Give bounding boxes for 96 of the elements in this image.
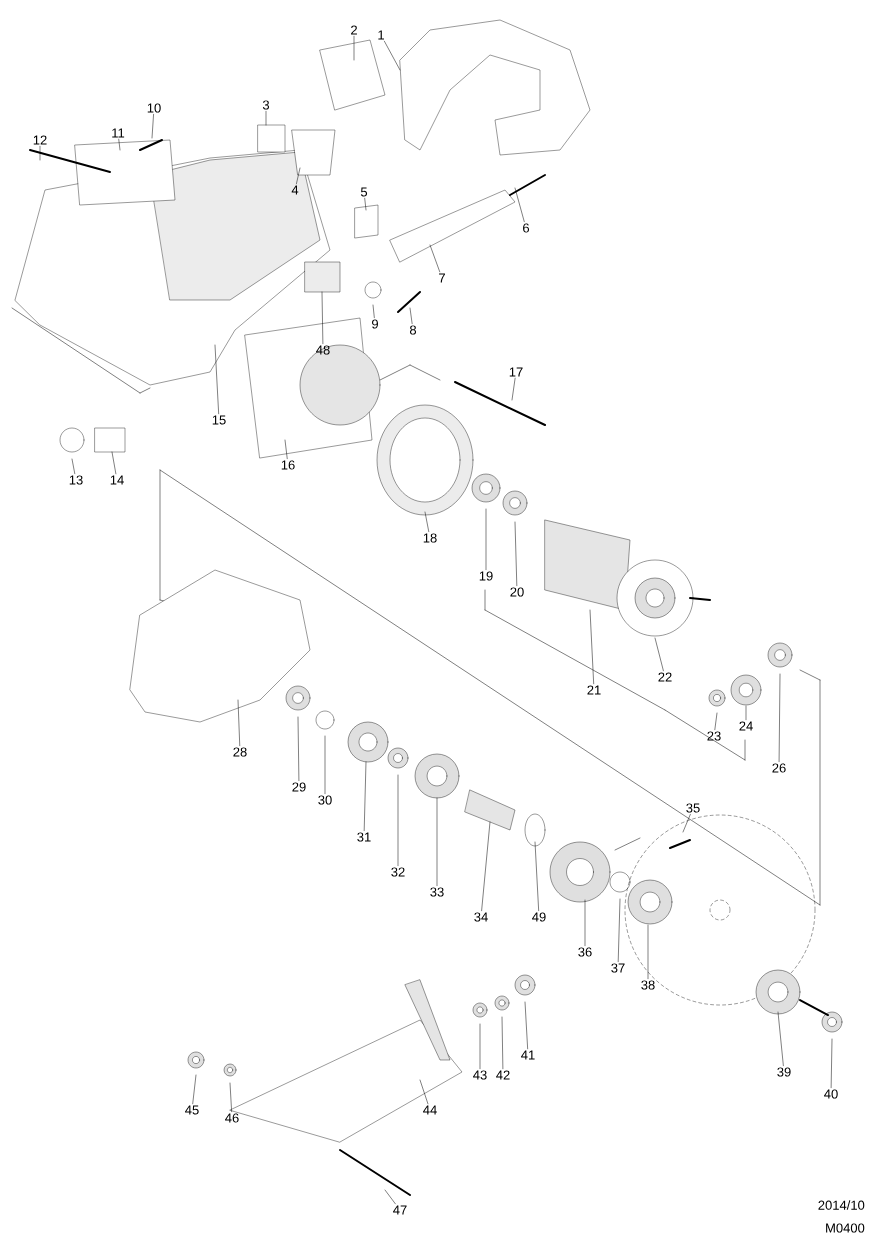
leader-line (363, 761, 367, 831)
callout-number: 43 (473, 1070, 487, 1080)
leader-line (745, 705, 747, 720)
callout-number: 9 (372, 319, 378, 329)
callout-number: 8 (409, 325, 417, 335)
leader-line (237, 699, 240, 746)
figure-note: 2014/10 (818, 1200, 865, 1210)
leader-line (682, 814, 691, 833)
leader-line (39, 146, 41, 161)
leader-line (479, 1023, 481, 1069)
leader-line (324, 735, 326, 794)
callout-number: 31 (357, 832, 371, 842)
callout-number: 37 (611, 963, 625, 973)
callout-number: 4 (291, 185, 299, 195)
callout-number: 32 (391, 867, 405, 877)
callout-number: 45 (185, 1105, 199, 1115)
callout-number: 5 (360, 187, 368, 197)
callout-number: 15 (212, 415, 226, 425)
leader-line (409, 307, 413, 324)
leader-line (71, 458, 76, 474)
leader-line (284, 439, 288, 459)
callout-number: 19 (479, 571, 493, 581)
callout-number: 7 (439, 273, 445, 283)
callout-number: 34 (474, 912, 488, 922)
callout-number: 18 (423, 533, 437, 543)
leader-line (511, 377, 516, 401)
callout-number: 23 (707, 731, 721, 741)
leader-line (830, 1038, 833, 1088)
leader-line (372, 304, 375, 318)
callout-number: 39 (777, 1067, 791, 1077)
leader-line (714, 712, 718, 730)
callout-number: 28 (233, 747, 247, 757)
leader-line (436, 797, 438, 886)
leader-line (524, 1001, 528, 1050)
callout-number: 1 (378, 30, 384, 40)
leader-line (514, 521, 518, 586)
callout-number: 11 (112, 128, 125, 138)
callout-number: 22 (658, 672, 672, 682)
callout-number: 14 (110, 475, 124, 485)
callout-number: 33 (430, 887, 444, 897)
callout-number: 2 (351, 25, 357, 35)
callout-number: 24 (739, 721, 753, 731)
callout-number: 47 (393, 1205, 407, 1215)
callout-number: 10 (147, 103, 161, 113)
callout-number: 46 (225, 1113, 239, 1123)
leader-line (353, 36, 355, 61)
leader-line (777, 1011, 784, 1066)
callout-number: 26 (772, 763, 786, 773)
leader-line (214, 344, 219, 414)
leader-line (192, 1074, 197, 1105)
callout-number: 41 (521, 1050, 535, 1060)
leader-line (485, 508, 487, 570)
callout-number: 36 (578, 947, 592, 957)
leader-line (111, 451, 117, 475)
leader-line (778, 673, 781, 762)
leader-line (584, 899, 586, 946)
callout-number: 44 (423, 1105, 437, 1115)
leader-line (647, 924, 649, 979)
leader-line (297, 716, 300, 781)
leader-line (429, 244, 440, 273)
callout-number: 30 (318, 795, 332, 805)
callout-number: 21 (587, 685, 601, 695)
callout-number: 42 (496, 1070, 510, 1080)
callout-number: 13 (69, 475, 83, 485)
leader-line (654, 637, 664, 671)
callout-number: 49 (532, 912, 546, 922)
callout-number: 48 (316, 345, 330, 355)
leader-line (296, 167, 301, 185)
leader-line (397, 774, 399, 866)
leader-line (384, 40, 401, 71)
callout-number: 29 (292, 782, 306, 792)
callout-number: 40 (824, 1089, 838, 1099)
callout-number: 12 (33, 135, 47, 145)
leader-line (617, 898, 621, 962)
leader-line (534, 841, 539, 911)
leader-line (501, 1016, 504, 1069)
leader-line (589, 609, 594, 684)
leader-line (481, 821, 491, 911)
figure-note: M0400 (826, 1223, 865, 1233)
leader-line (514, 187, 525, 222)
leader-line (229, 1082, 232, 1112)
callout-number: 3 (262, 100, 270, 110)
leader-line (265, 111, 267, 126)
leader-line (118, 138, 121, 151)
callout-number: 17 (509, 367, 523, 377)
callout-number: 38 (641, 980, 655, 990)
callout-number: 16 (281, 460, 295, 470)
leader-line (384, 1189, 396, 1205)
leader-line (424, 511, 430, 532)
callout-number: 35 (686, 803, 700, 813)
leader-line (419, 1079, 429, 1105)
callout-number: 20 (510, 587, 524, 597)
leader-line (364, 198, 367, 211)
leader-line (321, 291, 324, 344)
leader-line (151, 114, 154, 139)
callout-number: 6 (523, 223, 530, 233)
